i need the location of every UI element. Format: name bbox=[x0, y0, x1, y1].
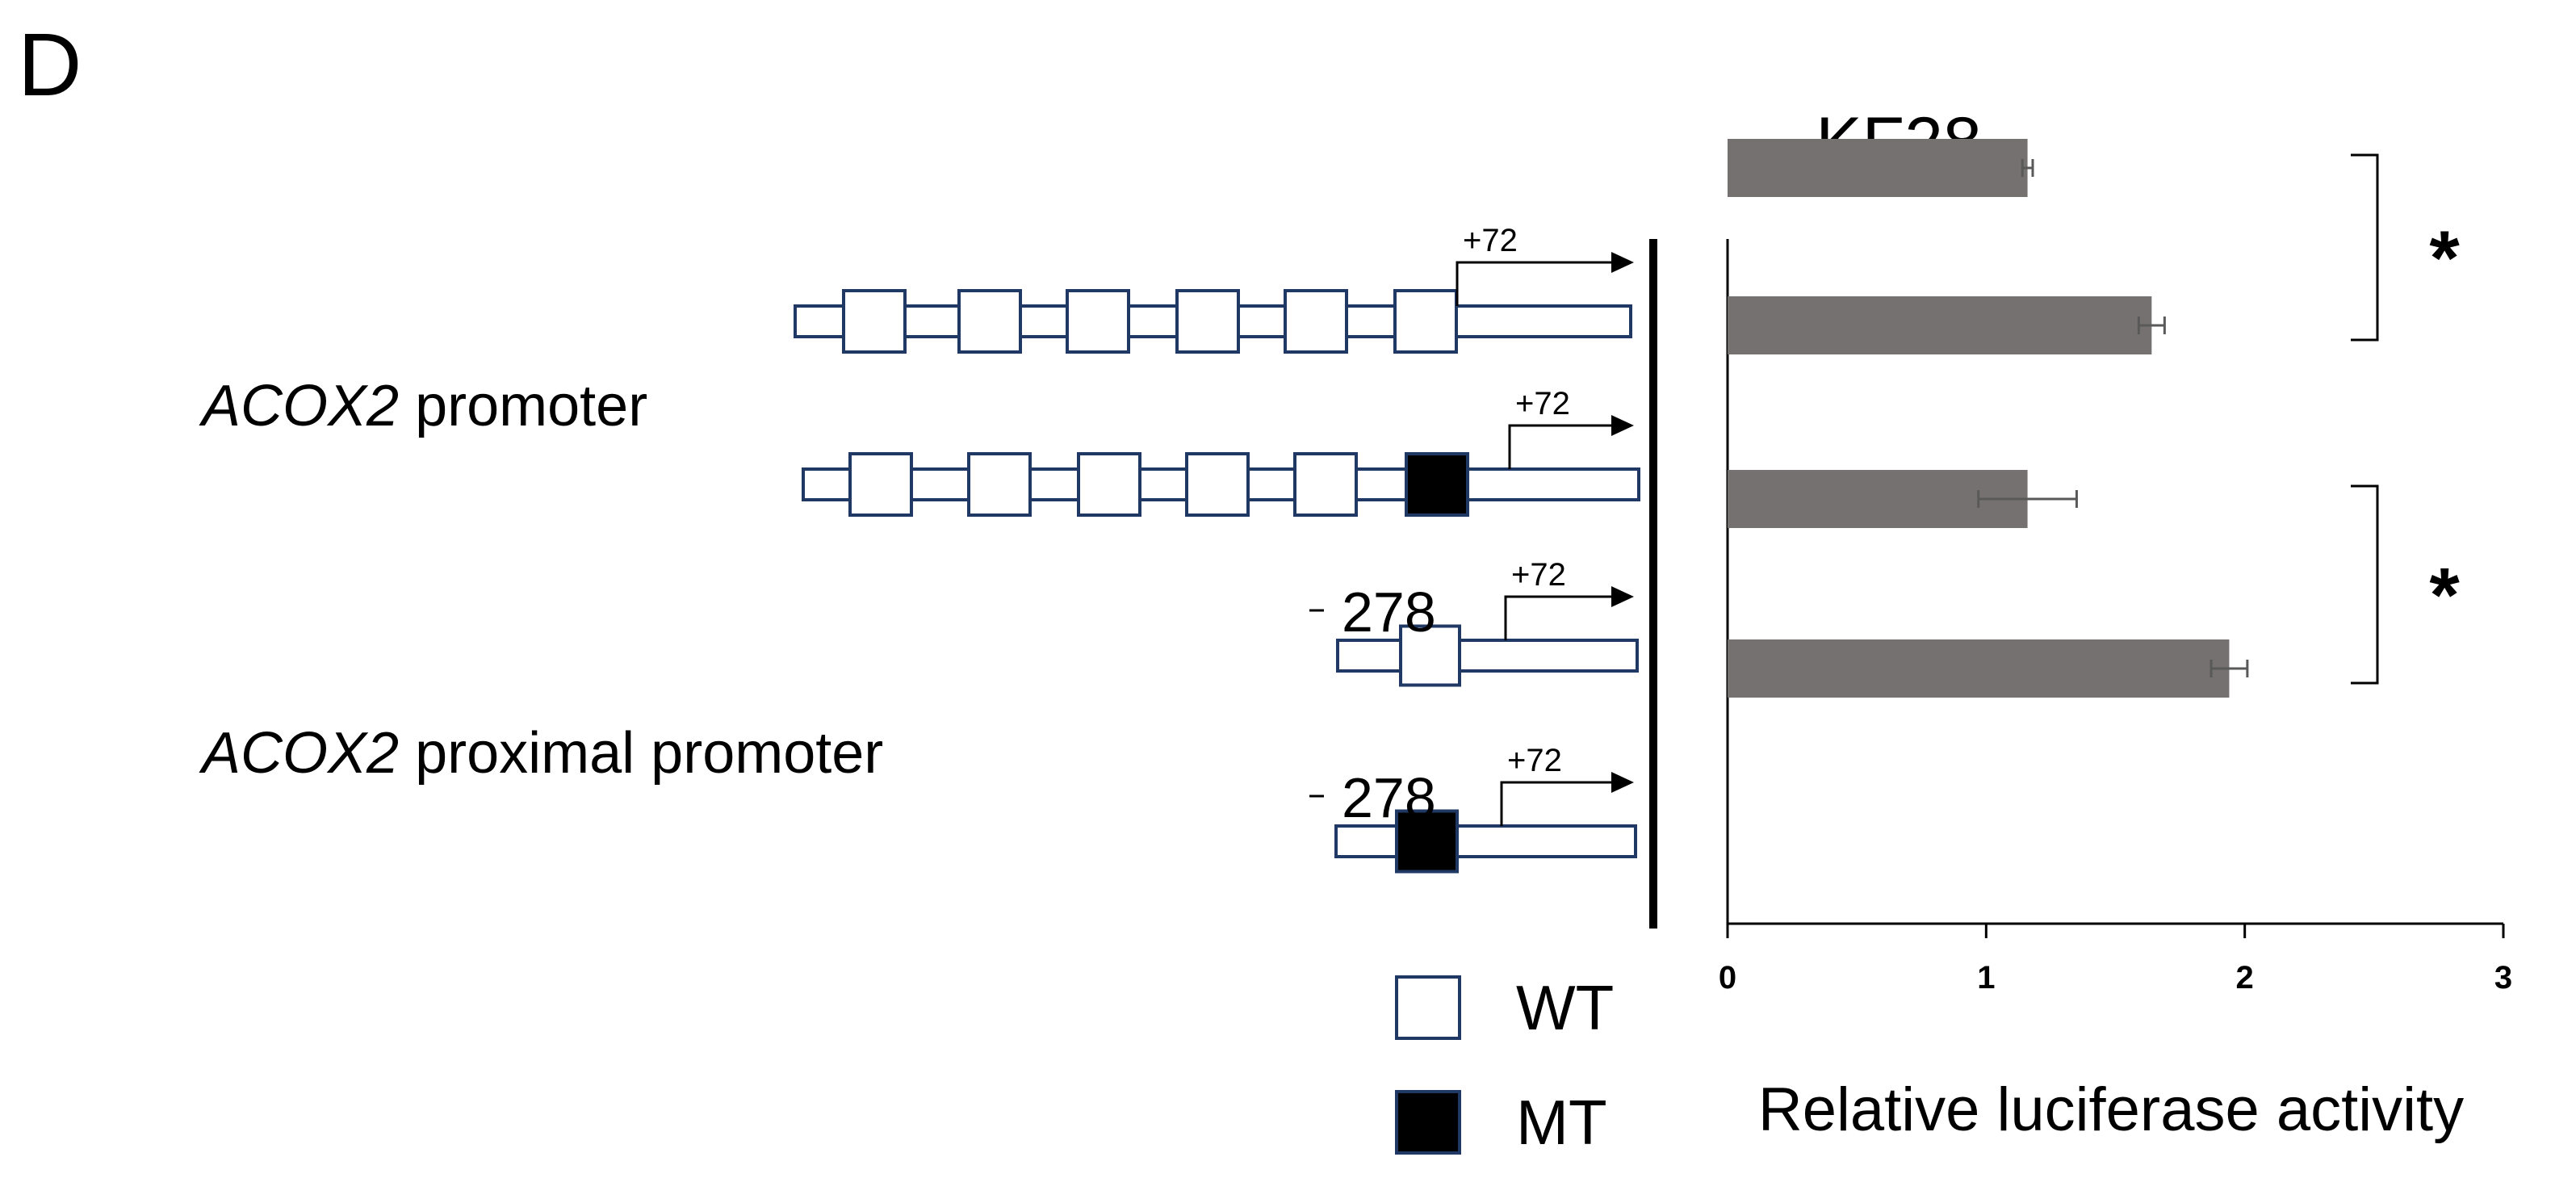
legend-label: WT bbox=[1516, 972, 1614, 1043]
element-box bbox=[1293, 452, 1358, 517]
end-position-label: +72 bbox=[1463, 223, 1518, 258]
transcription-start-line bbox=[1504, 595, 1615, 640]
legend: WT MT bbox=[1395, 972, 1614, 1158]
end-position-label: +72 bbox=[1507, 743, 1562, 778]
x-tick-label: 3 bbox=[2494, 960, 2512, 996]
start-position-label: 278 bbox=[1342, 581, 1436, 643]
element-box bbox=[1284, 289, 1348, 354]
element-box bbox=[1185, 452, 1250, 517]
element-box bbox=[1395, 809, 1459, 874]
transcription-start-line bbox=[1500, 781, 1615, 826]
bar bbox=[1728, 639, 2230, 698]
construct: +72 278 bbox=[1309, 557, 1639, 687]
x-tick-label: 0 bbox=[1719, 960, 1736, 996]
significance-bracket bbox=[2351, 484, 2379, 685]
transcription-start-line bbox=[1508, 424, 1615, 469]
gene-name: ACOX2 bbox=[199, 721, 399, 786]
element-box bbox=[1399, 624, 1461, 687]
element-box bbox=[1175, 289, 1240, 354]
x-axis-label: Relative luciferase activity bbox=[1758, 1075, 2464, 1144]
end-position-label: +72 bbox=[1515, 386, 1570, 421]
x-tick-label: 1 bbox=[1977, 960, 1995, 996]
construct: +72 bbox=[794, 223, 1634, 354]
arrow-head-icon bbox=[1611, 252, 1634, 273]
legend-swatch-mt bbox=[1395, 1090, 1461, 1155]
arrow-head-icon bbox=[1611, 772, 1634, 793]
group-label-text: proximal promoter bbox=[399, 721, 883, 786]
end-position-label: +72 bbox=[1511, 557, 1566, 593]
significance-bracket bbox=[2351, 153, 2379, 342]
panel-label: D bbox=[18, 15, 82, 115]
construct: +72 bbox=[802, 386, 1640, 517]
construct-backbone bbox=[1334, 824, 1637, 858]
x-tick-label: 2 bbox=[2236, 960, 2254, 996]
element-box bbox=[957, 289, 1022, 354]
legend-swatch-wt bbox=[1395, 975, 1461, 1040]
significance-star: * bbox=[2429, 216, 2460, 302]
gene-name: ACOX2 bbox=[199, 374, 399, 438]
element-box bbox=[967, 452, 1032, 517]
group-label-text: promoter bbox=[399, 374, 647, 438]
legend-label: MT bbox=[1516, 1087, 1607, 1158]
group-label: ACOX2 proximal promoter bbox=[199, 721, 883, 786]
element-box bbox=[1066, 289, 1130, 354]
significance-star: * bbox=[2429, 552, 2460, 639]
bar bbox=[1728, 139, 2028, 197]
construct-backbone bbox=[1336, 639, 1639, 673]
element-box bbox=[1077, 452, 1141, 517]
element-box bbox=[842, 289, 907, 354]
bar bbox=[1728, 296, 2152, 354]
group-label: ACOX2 promoter bbox=[199, 374, 647, 438]
arrow-head-icon bbox=[1611, 415, 1634, 436]
start-position-label: 278 bbox=[1342, 766, 1436, 829]
construct: +72 278 bbox=[1309, 743, 1637, 874]
element-box bbox=[1405, 452, 1469, 517]
element-box bbox=[1393, 289, 1458, 354]
arrow-head-icon bbox=[1611, 586, 1634, 607]
transcription-start-line bbox=[1456, 261, 1615, 306]
element-box bbox=[848, 452, 913, 517]
